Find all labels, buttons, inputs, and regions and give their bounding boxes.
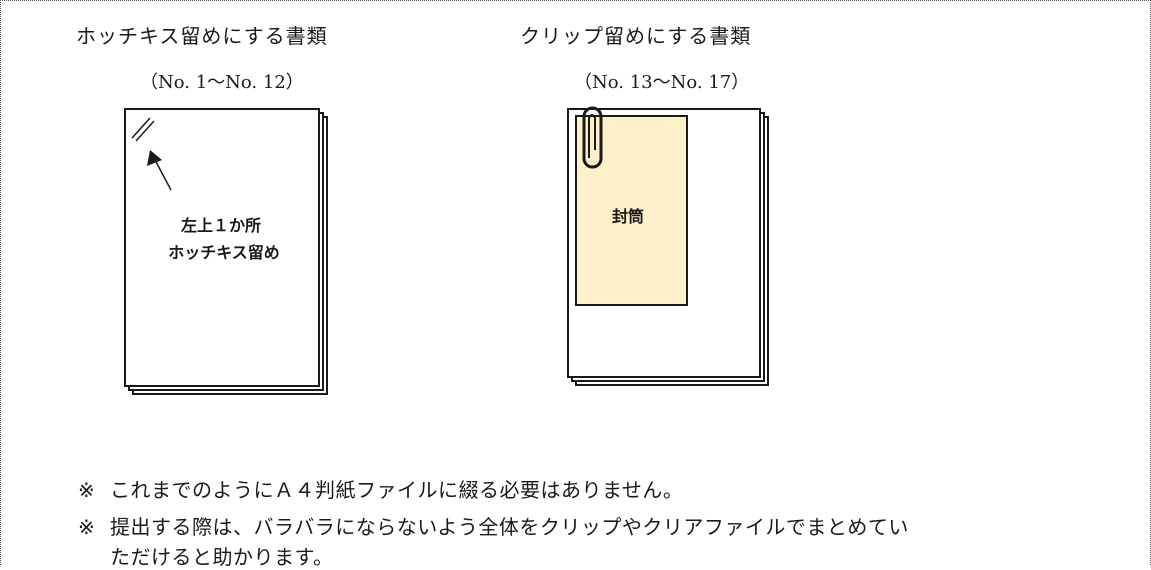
stapled-heading: ホッチキス留めにする書類 <box>76 24 328 48</box>
note-2-continuation: ただけると助かります。 <box>110 545 334 569</box>
paper-clip-icon <box>582 106 603 169</box>
clipped-range: （No. 13〜No. 17） <box>574 72 750 93</box>
note-mark: ※ <box>78 478 96 502</box>
note-2: ※ 提出する際は、バラバラにならないよう全体をクリップやクリアファイルでまとめてい <box>78 511 909 540</box>
staple-annotation-line2: ホッチキス留め <box>168 243 280 262</box>
staple-annotation-line1: 左上１か所 <box>180 216 261 235</box>
envelope-label: 封筒 <box>612 207 644 226</box>
stapled-range: （No. 1〜No. 12） <box>140 72 304 93</box>
note-1: ※ これまでのようにＡ４判紙ファイルに綴る必要はありません。 <box>78 474 683 503</box>
stapled-front-sheet <box>124 108 320 387</box>
clipped-heading: クリップ留めにする書類 <box>520 24 752 48</box>
note-2-text-line1: 提出する際は、バラバラにならないよう全体をクリップやクリアファイルでまとめてい <box>110 515 909 539</box>
staple-icon <box>131 117 155 142</box>
note-mark: ※ <box>78 515 96 539</box>
clipped-document-stack: 封筒 <box>567 106 769 386</box>
stapled-document-stack: 左上１か所 ホッチキス留め <box>124 108 328 395</box>
arrow-icon <box>147 150 172 191</box>
note-1-text: これまでのようにＡ４判紙ファイルに綴る必要はありません。 <box>110 478 684 502</box>
